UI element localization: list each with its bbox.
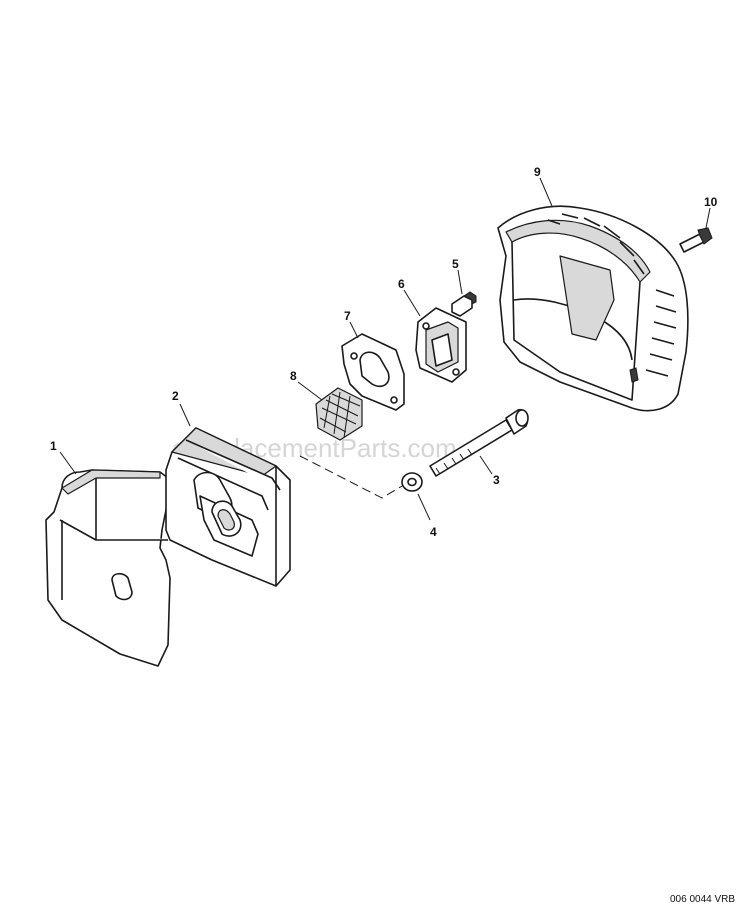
callout-8: 8 bbox=[290, 369, 297, 383]
part-2-muffler[interactable] bbox=[165, 427, 291, 587]
callout-10: 10 bbox=[704, 195, 718, 209]
part-6-exhaust-plate[interactable] bbox=[415, 307, 467, 383]
callout-6: 6 bbox=[398, 277, 405, 291]
leader-6 bbox=[403, 289, 421, 317]
callout-7: 7 bbox=[344, 309, 351, 323]
leader-9 bbox=[539, 177, 553, 207]
leader-4 bbox=[417, 493, 431, 521]
part-4-washer[interactable] bbox=[401, 472, 423, 492]
assembly-centerline bbox=[299, 455, 403, 499]
part-7-gasket[interactable] bbox=[341, 333, 405, 411]
leader-3 bbox=[479, 455, 493, 475]
leader-2 bbox=[179, 403, 191, 427]
part-9-muffler-cover[interactable] bbox=[497, 205, 689, 412]
drawing-code: 006 0044 VRB bbox=[670, 894, 735, 905]
callout-2: 2 bbox=[172, 389, 179, 403]
callout-3: 3 bbox=[493, 473, 500, 487]
leader-5 bbox=[457, 269, 463, 295]
leader-10 bbox=[705, 207, 711, 229]
leader-1 bbox=[59, 451, 77, 475]
part-1-heat-shield[interactable] bbox=[45, 469, 171, 667]
part-3-long-bolt[interactable] bbox=[429, 408, 529, 477]
part-5-bolt[interactable] bbox=[451, 291, 477, 317]
part-8-spark-screen[interactable] bbox=[315, 387, 363, 441]
callout-5: 5 bbox=[452, 257, 459, 271]
callout-9: 9 bbox=[534, 165, 541, 179]
callout-4: 4 bbox=[430, 525, 437, 539]
leader-7 bbox=[349, 321, 359, 339]
leader-8 bbox=[297, 381, 323, 401]
part-10-bolt[interactable] bbox=[679, 227, 713, 253]
callout-1: 1 bbox=[50, 439, 57, 453]
